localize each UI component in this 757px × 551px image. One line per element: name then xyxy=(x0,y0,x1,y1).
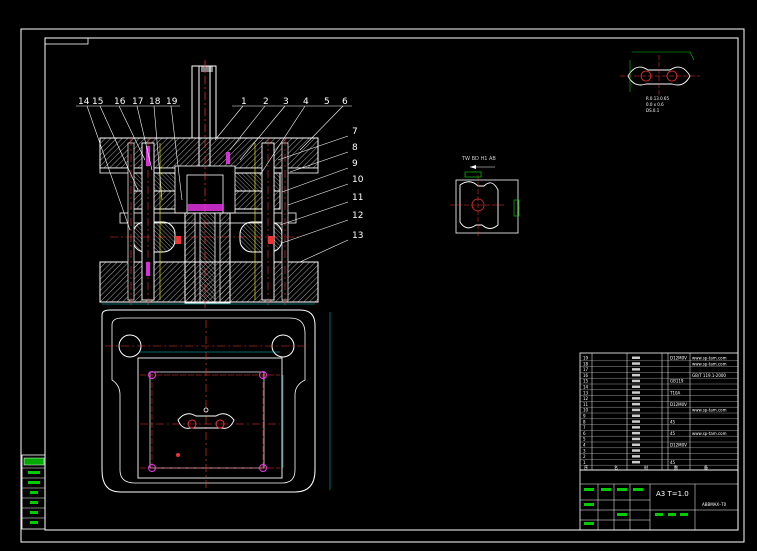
part-label-3: 3 xyxy=(283,97,289,107)
part-detail-view[interactable]: R.0.13.0.65 0.0 x 0.6 DS.0.1 xyxy=(620,51,700,113)
bom-row-name xyxy=(632,449,640,452)
bom-header-cell: 材 xyxy=(644,464,648,470)
bom-row-standard: www.sp-tam.com xyxy=(692,356,727,361)
detail-caption-3: DS.0.1 xyxy=(646,108,660,113)
part-label-9: 9 xyxy=(352,159,358,169)
bom-row-name xyxy=(632,455,640,458)
bom-row-material: 45 xyxy=(670,460,676,465)
part-label-16: 16 xyxy=(114,97,126,107)
bom-row-name xyxy=(632,379,640,383)
bom-row-number: 9 xyxy=(583,414,586,419)
bom-row-standard: www.sp-tam.com xyxy=(692,408,727,413)
bom-row-standard: GB/T 119.1-2000 xyxy=(692,373,726,378)
bom-row-name xyxy=(632,356,640,359)
title-spec: A3 T=1.0 xyxy=(656,490,689,498)
part-label-19: 19 xyxy=(166,97,178,107)
drawing-name: ABBMAX–T0 xyxy=(702,502,727,507)
part-label-14: 14 xyxy=(78,97,90,107)
part-label-10: 10 xyxy=(352,175,364,185)
bom-row-name xyxy=(632,431,640,435)
part-label-5: 5 xyxy=(324,97,330,107)
bom-row-name xyxy=(632,414,640,417)
bom-row-material: GB119 xyxy=(670,379,684,384)
part-label-17: 17 xyxy=(132,97,143,107)
bom-header-cell: 数 xyxy=(674,464,678,470)
bom-row-number: 8 xyxy=(583,419,586,424)
bom-row-number: 15 xyxy=(583,379,589,384)
bom-row-name xyxy=(632,362,640,365)
bom-row-name xyxy=(632,373,640,377)
bom-header-cell: 备 xyxy=(704,464,708,470)
bom-row-number: 17 xyxy=(583,367,589,372)
bom-row-number: 13 xyxy=(583,390,589,395)
bom-row-standard: www.sp-tam.com xyxy=(692,431,727,436)
bom-row-name xyxy=(632,368,640,371)
bom-row-material: 45 xyxy=(670,431,676,436)
bom-row-number: 19 xyxy=(583,356,589,361)
part-label-6: 6 xyxy=(342,97,348,107)
part-label-18: 18 xyxy=(149,97,161,107)
bom-row-material: T10A xyxy=(669,390,681,395)
bom-row-name xyxy=(632,385,640,388)
bom-row-number: 5 xyxy=(583,437,586,442)
bom-header-cell: 名 xyxy=(614,464,618,470)
part-label-2: 2 xyxy=(263,97,269,107)
bom-row-number: 18 xyxy=(583,361,589,366)
bom-row-name xyxy=(632,426,640,429)
part-label-1: 1 xyxy=(241,97,247,107)
bom-row-number: 7 xyxy=(583,425,586,430)
bom-row-name xyxy=(632,402,640,406)
part-label-7: 7 xyxy=(352,127,358,137)
bom-row-number: 12 xyxy=(583,396,589,401)
bom-row-material: 45 xyxy=(670,419,676,424)
bom-row-number: 14 xyxy=(583,385,589,390)
strip-note: TW BD H1 AB xyxy=(461,156,496,162)
bom-row-name xyxy=(632,408,640,412)
part-label-12: 12 xyxy=(352,211,363,221)
bom-row-number: 6 xyxy=(583,431,586,436)
left-binding-strip xyxy=(21,454,46,530)
bom-row-name xyxy=(632,443,640,446)
detail-caption-2: 0.0 x 0.6 xyxy=(646,102,664,107)
bom-row-name xyxy=(632,460,640,464)
section-view[interactable]: 14 15 16 17 18 19 1 2 3 4 5 6 7 8 9 10 1… xyxy=(76,60,364,308)
detail-caption-1: R.0.13.0.65 xyxy=(646,96,669,101)
bom-row-material: D12M0V xyxy=(670,443,687,448)
bom-row-number: 1 xyxy=(583,460,586,465)
bom-row-name xyxy=(632,397,640,400)
bom-row-number: 3 xyxy=(583,448,586,453)
bom-row-number: 16 xyxy=(583,373,589,378)
bom-row-name xyxy=(632,420,640,423)
bom-row-name xyxy=(632,437,640,441)
bom-row-material: D12M0V xyxy=(670,402,687,407)
strip-detail-view[interactable]: TW BD H1 AB xyxy=(450,156,520,237)
part-label-4: 4 xyxy=(303,97,309,107)
bom-row-number: 11 xyxy=(583,402,589,407)
part-label-8: 8 xyxy=(352,143,358,153)
bom-row-name xyxy=(632,391,640,394)
part-label-11: 11 xyxy=(352,193,363,203)
part-label-15: 15 xyxy=(92,97,103,107)
part-label-13: 13 xyxy=(352,231,363,241)
bom-row-number: 10 xyxy=(583,408,589,413)
bom-row-standard: www.sp-tam.com xyxy=(692,361,727,366)
bom-row-number: 4 xyxy=(583,443,586,448)
bom-row-material: D12M0V xyxy=(670,356,687,361)
plan-view[interactable] xyxy=(101,303,331,493)
drawing-frame xyxy=(20,28,745,543)
title-block[interactable]: A3 T=1.0 ABBMAX–T0 xyxy=(579,469,739,531)
bom-row-number: 2 xyxy=(583,454,586,459)
bom-header-cell: 序 xyxy=(584,464,588,470)
